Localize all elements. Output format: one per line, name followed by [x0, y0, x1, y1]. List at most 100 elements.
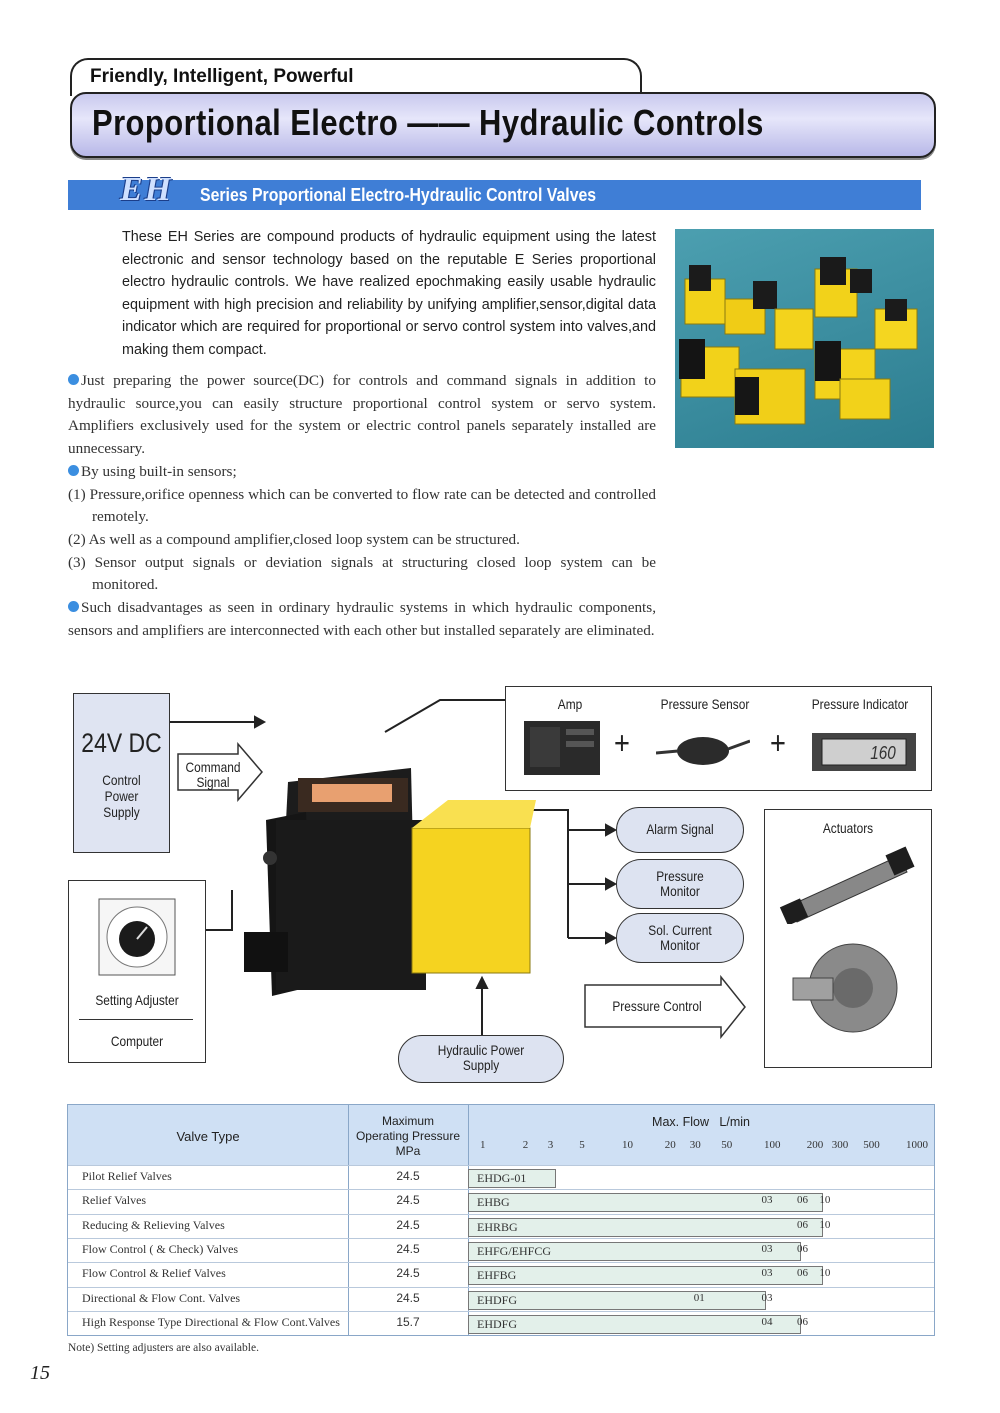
pressure-cell: 24.5 [396, 1266, 420, 1281]
page-number: 15 [30, 1362, 50, 1384]
size-mark: 01 [693, 1291, 705, 1304]
size-mark: 06 [796, 1315, 808, 1328]
scale-tick-label: 30 [689, 1139, 701, 1151]
valve-code: EHDG-01 [477, 1171, 527, 1185]
pressure-cell: 24.5 [396, 1217, 420, 1232]
table-row: Relief Valves 24.5 EHBG 03 06 10 [68, 1189, 934, 1214]
size-mark: 03 [761, 1194, 773, 1207]
size-mark: 03 [761, 1291, 773, 1304]
pressure-sensor-label: Pressure Sensor [660, 696, 750, 712]
scale-tick-label: 50 [721, 1139, 733, 1151]
computer-label: Computer [110, 1033, 164, 1049]
scale-tick-label: 1000 [906, 1139, 928, 1151]
plus-icon: + [614, 725, 630, 761]
valve-code: EHBG [477, 1195, 510, 1210]
scale-tick-label: 5 [579, 1139, 585, 1151]
scale-tick-label: 2 [522, 1139, 529, 1151]
valve-code: EHFBG [477, 1268, 517, 1283]
list-item-3: (3) Sensor output signals or deviation s… [68, 553, 656, 594]
sol-current-monitor-pill: Sol. Current Monitor [616, 913, 744, 963]
list-item-1: (1) Pressure,orifice openness which can … [68, 485, 656, 526]
scale-tick-label: 500 [863, 1139, 880, 1151]
setting-adjuster-box: Setting Adjuster Computer [68, 880, 206, 1063]
alarm-signal-pill: Alarm Signal [616, 807, 744, 853]
pressure-cell: 24.5 [396, 1241, 420, 1256]
paragraph-sensors: By using built-in sensors; [68, 461, 656, 484]
flow-header: Max. Flow L/min [652, 1115, 750, 1129]
table-note: Note) Setting adjusters are also availab… [68, 1342, 259, 1354]
valve-type-cell: Directional & Flow Cont. Valves [82, 1290, 241, 1305]
spec-table: Valve Type Maximum Operating Pressure MP… [67, 1104, 935, 1336]
power-supply-box: 24V DC Control Power Supply [73, 693, 170, 853]
actuators-box: Actuators [764, 809, 932, 1068]
pressure-cell: 24.5 [396, 1193, 420, 1208]
size-mark: 10 [819, 1194, 831, 1207]
plus-icon: + [770, 725, 786, 761]
flow-range-bar: EHFG/EHFCG [468, 1241, 801, 1261]
divider [79, 1019, 193, 1020]
header-tagline: Friendly, Intelligent, Powerful [90, 66, 354, 87]
pressure-indicator-icon [812, 733, 916, 771]
bullet-icon [68, 464, 79, 476]
valve-code: EHDFG [477, 1292, 518, 1307]
actuators-label: Actuators [822, 820, 874, 836]
intro-text: These EH Series are compound products of… [122, 229, 656, 358]
dial-icon [98, 898, 176, 976]
scale-tick-label: 3 [547, 1139, 554, 1151]
list-item-2: (2) As well as a compound amplifier,clos… [68, 530, 520, 548]
series-banner [68, 180, 921, 210]
paragraph-disadvantages: Such disadvantages as seen in ordinary h… [68, 599, 656, 639]
command-signal-label: Command Signal [185, 759, 241, 790]
pressure-control-arrow [584, 975, 746, 1039]
pressure-header: Maximum Operating Pressure MPa [355, 1114, 461, 1158]
setting-adjuster-label: Setting Adjuster [95, 992, 179, 1008]
pressure-indicator-label: Pressure Indicator [811, 696, 909, 712]
flow-range-bar: EHFBG [468, 1266, 824, 1286]
power-label: Control Power Supply [102, 772, 141, 820]
valve-code: EHDFG [477, 1316, 518, 1331]
valve-type-cell: Flow Control ( & Check) Valves [82, 1241, 239, 1256]
table-row: Directional & Flow Cont. Valves 24.5 EHDFG… [68, 1286, 934, 1312]
cylinder-icon [779, 846, 915, 924]
valve-code: EHFG/EHFCG [477, 1243, 552, 1258]
power-voltage: 24V DC [81, 728, 162, 758]
bullet-icon [68, 601, 79, 613]
scale-tick-label: 10 [622, 1139, 633, 1151]
scale-tick-label: 100 [764, 1139, 781, 1151]
flow-range-bar: EHDFG [468, 1314, 801, 1334]
components-box: Amp Pressure Sensor Pressure Indicator +… [505, 686, 932, 791]
size-mark: 10 [819, 1267, 831, 1280]
pressure-cell: 24.5 [396, 1290, 420, 1305]
size-mark: 10 [819, 1218, 831, 1231]
scale-tick-label: 200 [806, 1139, 824, 1151]
flow-range-bar: EHRBG [468, 1217, 824, 1237]
size-mark: 04 [761, 1315, 773, 1328]
header-tagline-tab: Friendly, Intelligent, Powerful [70, 58, 642, 96]
bullet-icon [68, 374, 79, 385]
size-mark: 06 [796, 1194, 808, 1207]
flow-range-bar: EHBG [468, 1193, 824, 1213]
pressure-cell: 15.7 [396, 1314, 420, 1329]
amp-label: Amp [557, 696, 583, 712]
hydraulic-motor-icon [792, 943, 898, 1033]
paragraph-power: Just preparing the power source(DC) for … [68, 372, 656, 458]
pressure-cell: 24.5 [396, 1169, 420, 1183]
size-mark: 06 [796, 1267, 808, 1280]
flow-range-bar: EHDG-01 [468, 1169, 556, 1188]
table-row: High Response Type Directional & Flow Co… [68, 1310, 934, 1336]
product-photo [675, 229, 934, 448]
valve-type-header: Valve Type [176, 1129, 240, 1144]
hydraulic-power-pill: Hydraulic Power Supply [398, 1035, 564, 1083]
size-mark: 03 [761, 1242, 773, 1255]
indicator-readout: 160 [870, 743, 896, 763]
size-mark: 06 [796, 1242, 808, 1255]
pressure-sensor-icon [656, 737, 750, 765]
scale-tick-label: 1 [480, 1139, 486, 1151]
valve-type-cell: Reducing & Relieving Valves [82, 1217, 225, 1232]
command-signal-arrow [177, 742, 263, 803]
pressure-monitor-pill: Pressure Monitor [616, 859, 744, 909]
amp-icon [524, 721, 600, 775]
valve-type-cell: Relief Valves [82, 1193, 147, 1208]
eh-series-logo: EH [120, 171, 174, 208]
